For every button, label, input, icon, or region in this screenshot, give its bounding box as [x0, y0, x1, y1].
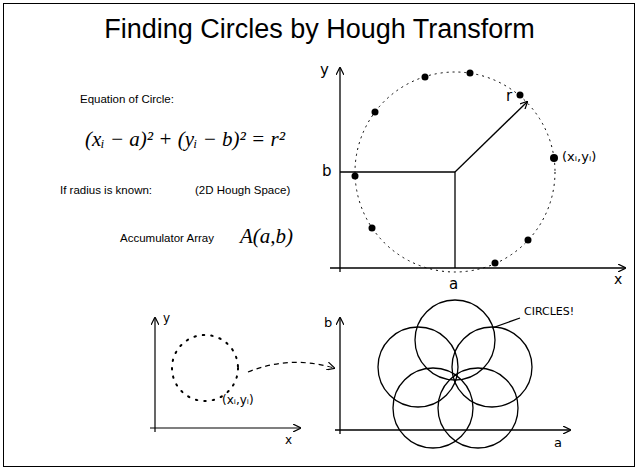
text-line: Accumulator Array [120, 232, 214, 245]
hough-circle [438, 368, 518, 448]
xy-plot [330, 68, 625, 272]
y-axis [339, 68, 340, 272]
leader-line [492, 318, 520, 328]
axis-label: y [163, 312, 170, 325]
point [352, 173, 359, 180]
axis-label: x [285, 434, 292, 447]
axis-label: b [324, 316, 332, 330]
radius-label: r [506, 88, 512, 105]
point [372, 109, 379, 116]
x-axis [330, 267, 625, 268]
point [492, 260, 499, 267]
hough-circle [378, 327, 458, 407]
axis-label: y [320, 62, 329, 79]
hough-circle [452, 327, 532, 407]
dotted-circle [355, 72, 555, 272]
b-guide [340, 171, 455, 172]
slide-title: Finding Circles by Hough Transform [0, 14, 639, 45]
a-guide [454, 172, 455, 268]
accumulator-symbol: A(a,b) [240, 225, 293, 248]
point [550, 154, 558, 162]
slide-border [4, 4, 635, 467]
hough-space-plot [335, 300, 570, 448]
axis-label: a [554, 436, 562, 450]
text-line: Equation of Circle: [80, 93, 174, 106]
axis-label: a [449, 276, 458, 293]
radius-arrow [455, 102, 527, 172]
circle-equation: (xᵢ − a)² + (yᵢ − b)² = r² [85, 128, 285, 151]
a-axis [335, 429, 570, 430]
image-space-plot [150, 318, 334, 432]
b-axis [339, 318, 340, 434]
x-axis [150, 427, 300, 428]
point-label: (xᵢ,yᵢ) [222, 394, 254, 407]
y-axis [154, 318, 155, 432]
callout-text: CIRCLES! [524, 306, 574, 318]
text-line: If radius is known: [60, 184, 152, 197]
point [369, 225, 376, 232]
point [422, 74, 429, 81]
point [467, 70, 474, 77]
axis-label: b [322, 163, 332, 180]
edge-points [352, 70, 559, 267]
point [517, 92, 524, 99]
axis-label: x [614, 272, 622, 287]
text-line: (2D Hough Space) [195, 184, 290, 197]
point [525, 237, 532, 244]
mapping-arrow [248, 362, 334, 372]
hough-circle [393, 368, 473, 448]
point-label: (xᵢ,yᵢ) [562, 150, 596, 164]
dotted-circle [172, 335, 238, 401]
